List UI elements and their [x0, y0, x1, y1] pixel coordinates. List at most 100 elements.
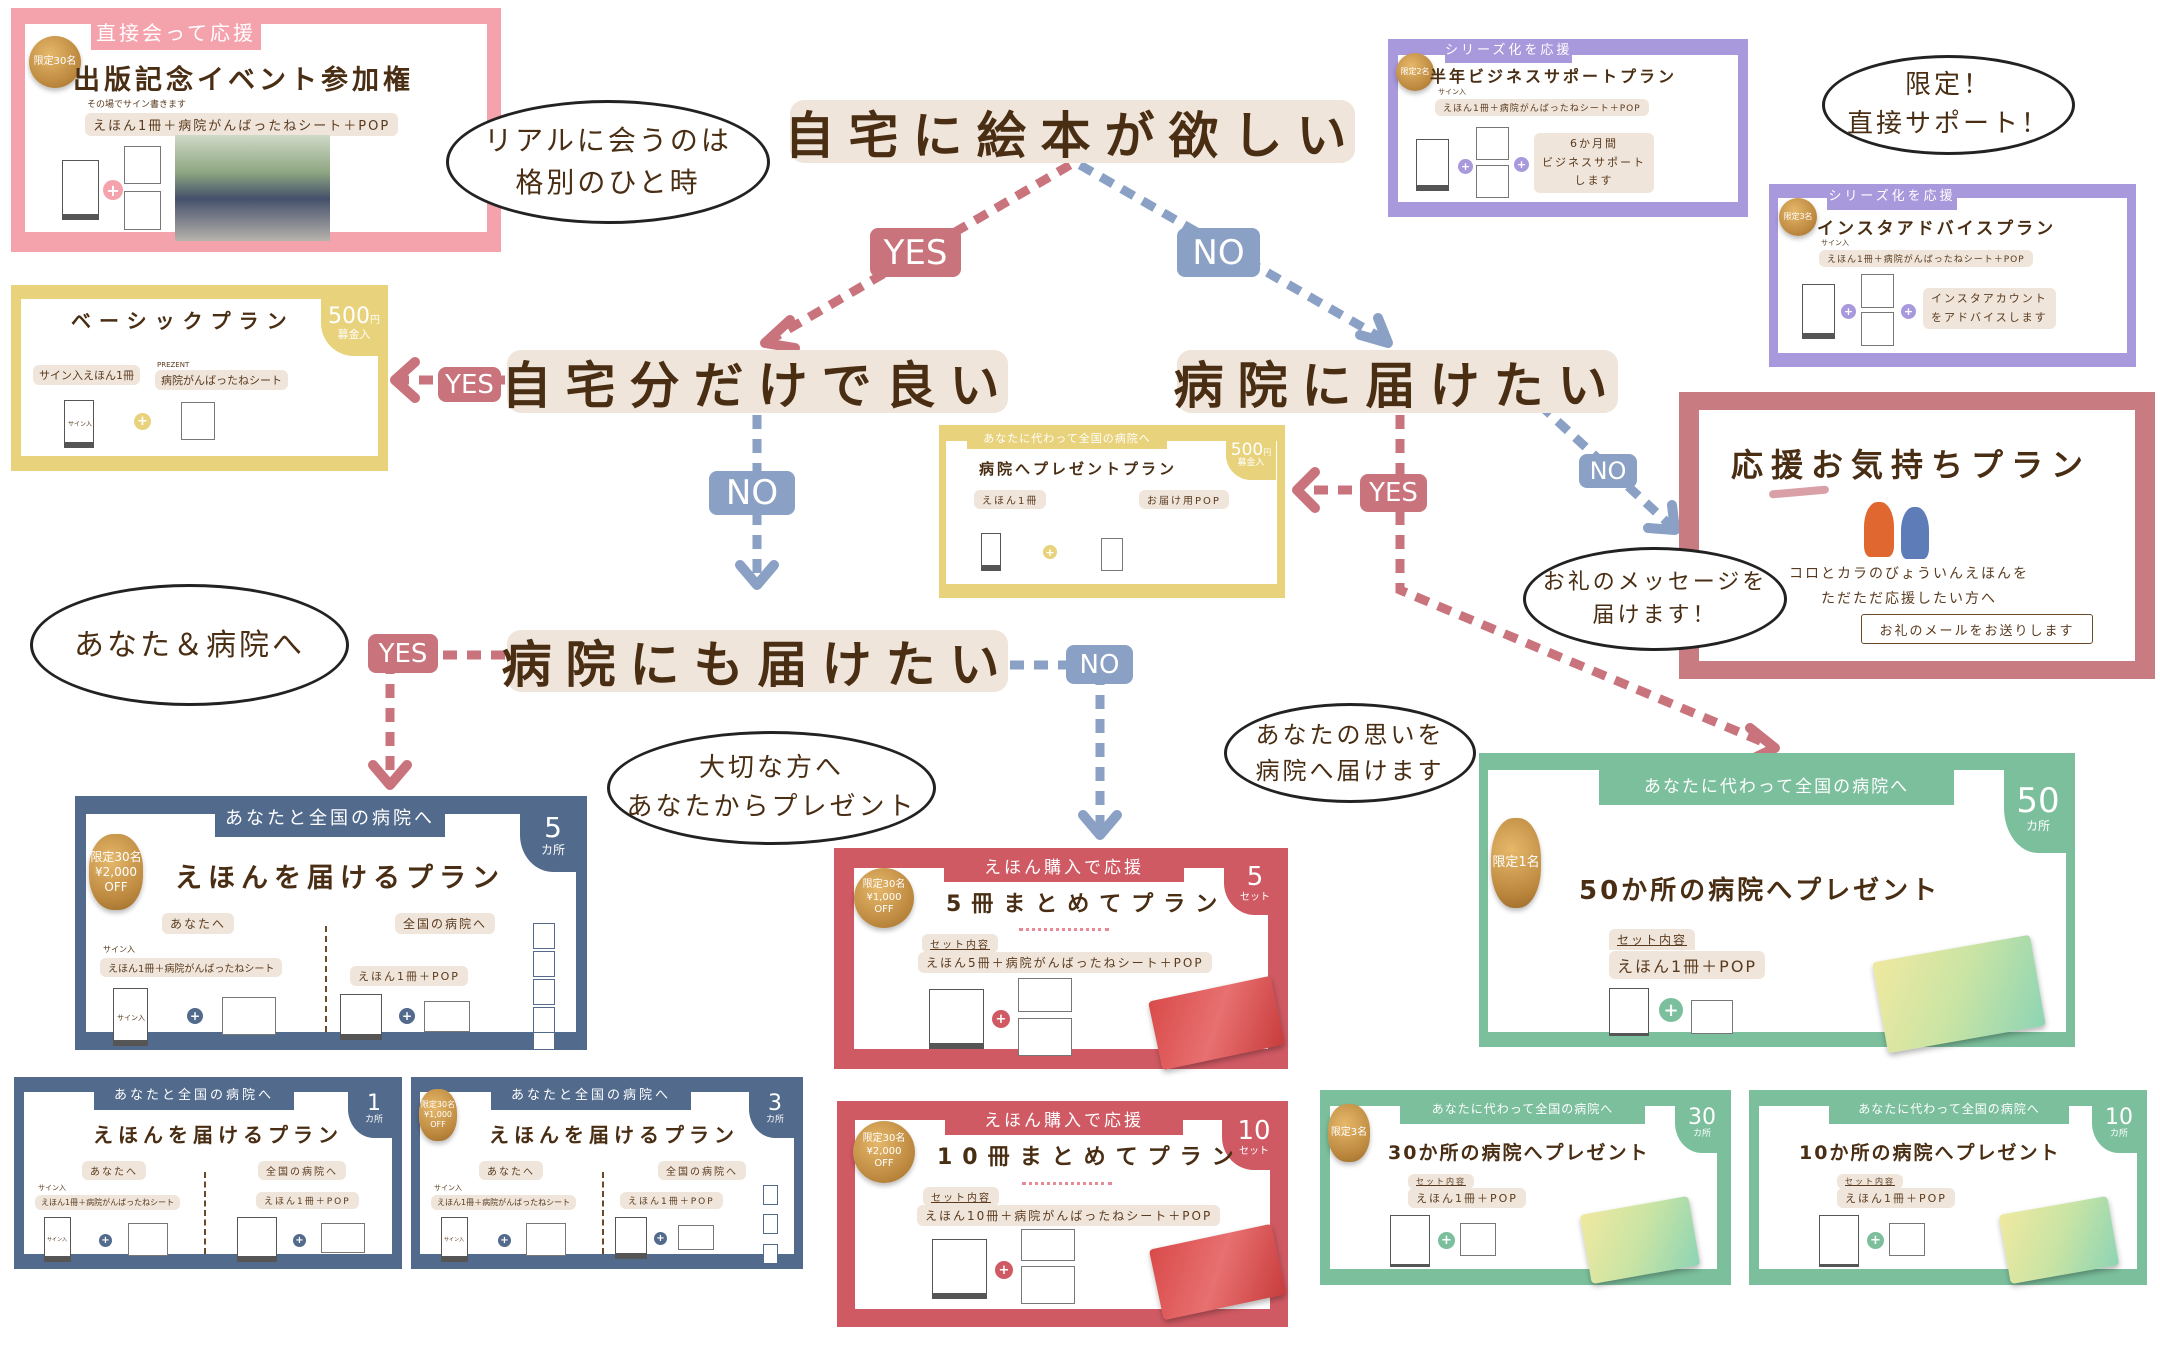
- book-illustration: [1819, 1215, 1859, 1267]
- question-want-book-at-home: 自宅に絵本が欲しい: [785, 100, 1355, 165]
- arrowhead-icon: [735, 560, 779, 590]
- bubble-line: 届けます！: [1592, 603, 1718, 628]
- pop-illustration: [321, 1223, 365, 1253]
- card-title: インスタアドバイスプラン: [1817, 219, 2057, 239]
- card-title: 30か所の病院へプレゼント: [1388, 1142, 1650, 1164]
- pop-illustration: [1018, 978, 1072, 1012]
- set-contents: えほん1冊＋POP: [1837, 1188, 1955, 1208]
- count-value: 10: [2105, 1104, 2133, 1130]
- card-tab: シリーズ化を応援: [1827, 184, 1957, 210]
- event-group-photo: [175, 135, 330, 241]
- book-illustration: [237, 1217, 277, 1262]
- count-unit: カ所: [765, 1115, 784, 1126]
- thanks-mail-button[interactable]: お礼のメールをお送りします: [1861, 614, 2093, 644]
- card-tab: 直接会って応援: [91, 16, 261, 50]
- character-koro-icon: [1864, 502, 1894, 557]
- speech-bubble-thanks: お礼のメッセージを届けます！: [1523, 547, 1787, 651]
- plus-icon: +: [103, 180, 123, 200]
- arrowhead-icon: [1355, 313, 1393, 348]
- pop-illustration: [1460, 1223, 1496, 1256]
- sign-label: サイン入: [47, 1237, 68, 1243]
- hospital-icon: [533, 923, 555, 949]
- pop-illustration: [124, 146, 161, 184]
- book-illustration: サイン入: [441, 1217, 468, 1262]
- count-value: 10: [1237, 1116, 1271, 1147]
- plus-icon: +: [187, 1008, 203, 1024]
- speech-bubble-limited: 限定！直接サポート！: [1822, 55, 2075, 155]
- set-contents-label: セット内容: [1837, 1174, 1903, 1189]
- to-hospitals-label: 全国の病院へ: [395, 913, 496, 934]
- plan-card-hospital-present[interactable]: あなたに代わって全国の病院へ 500円 募金入 病院へプレゼントプラン えほん1…: [939, 425, 1285, 598]
- limited-badge: 限定3名: [1328, 1104, 1370, 1162]
- pop-illustration: [1889, 1223, 1925, 1256]
- pop-illustration: [1476, 127, 1509, 160]
- plus-icon: +: [1458, 159, 1473, 174]
- hospital-icon: [533, 951, 555, 977]
- character-kara-icon: [1901, 507, 1929, 559]
- card-title: えほんを届けるプラン: [93, 1123, 343, 1147]
- for-you-label: あなたへ: [82, 1161, 146, 1180]
- book-illustration: サイン入: [64, 400, 94, 448]
- card-tab: あなたに代わって全国の病院へ: [1599, 770, 1954, 805]
- card-note: その場でサイン書きます: [87, 100, 187, 110]
- price-sub: 募金入: [1237, 458, 1265, 469]
- pop-illustration: [678, 1225, 714, 1250]
- card-tab: あなたに代わって全国の病院へ: [1829, 1094, 2069, 1124]
- wavy-underline: [1019, 927, 1109, 931]
- no-label: NO: [1177, 228, 1260, 277]
- card-contents: えほん1冊＋病院がんばったねシート＋POP: [85, 113, 399, 136]
- book-illustration: [929, 989, 984, 1049]
- limited-badge: 限定2名: [1396, 53, 1434, 91]
- badge-text: 限定30名: [33, 55, 77, 67]
- count-value: 5: [1246, 862, 1264, 893]
- hospital-icon: [763, 1214, 778, 1234]
- sheet-illustration: [124, 191, 161, 230]
- to-hospitals-contents: えほん1冊＋POP: [620, 1192, 723, 1209]
- plan-card-business-support[interactable]: シリーズ化を応援 限定2名 半年ビジネスサポートプラン サイン入 えほん1冊＋病…: [1388, 39, 1748, 217]
- bubble-line: リアルに会うのは: [484, 124, 732, 157]
- plan-card-basic[interactable]: ベーシックプラン 500円 募金入 サイン入えほん1冊 PREZENT 病院がん…: [11, 285, 388, 471]
- support-extra: インスタアカウントをアドバイスします: [1923, 288, 2056, 330]
- book-illustration: [1390, 1215, 1430, 1267]
- book-illustration: [1609, 988, 1649, 1036]
- divider: [204, 1172, 206, 1254]
- plus-icon: +: [399, 1008, 415, 1024]
- plan-card-event[interactable]: 直接会って応援 限定30名 出版記念イベント参加権 その場でサイン書きます えほ…: [11, 8, 501, 252]
- to-hospitals-contents: えほん1冊＋POP: [256, 1192, 359, 1209]
- plan-card-insta-advice[interactable]: シリーズ化を応援 限定3名 インスタアドバイスプラン サイン入 えほん1冊＋病院…: [1769, 184, 2136, 367]
- book-illustration: [615, 1217, 647, 1259]
- card-title: 5冊まとめてプラン: [946, 892, 1228, 917]
- plan-card-support-feelings[interactable]: 応援お気持ちプラン コロとカラのびょういんえほんをただただ応援したい方へ お礼の…: [1679, 392, 2155, 679]
- count-unit: セット: [1239, 1145, 1269, 1157]
- arrow-q3-yes: [1395, 415, 1772, 750]
- book-illustration: [932, 1239, 987, 1299]
- card-title: 50か所の病院へプレゼント: [1579, 876, 1941, 906]
- bubble-line: 格別のひと時: [515, 166, 701, 199]
- sheet-illustration: [1018, 1018, 1072, 1056]
- count-value: 5: [544, 811, 562, 844]
- sheet-illustration: [1021, 1266, 1075, 1304]
- card-tab: あなたと全国の病院へ: [491, 1082, 691, 1110]
- limited-badge: 限定30名: [29, 36, 81, 88]
- set-contents: えほん1冊＋POP: [1408, 1188, 1526, 1208]
- badge-text: 限定2名: [1400, 67, 1430, 76]
- card-note: サイン入: [103, 945, 135, 954]
- book-illustration: [981, 533, 1001, 571]
- card-note: サイン入: [1821, 239, 1849, 247]
- for-you-label: あなたへ: [479, 1161, 543, 1180]
- no-label: NO: [1579, 454, 1637, 488]
- price-circle: 500円 募金入: [1226, 430, 1276, 480]
